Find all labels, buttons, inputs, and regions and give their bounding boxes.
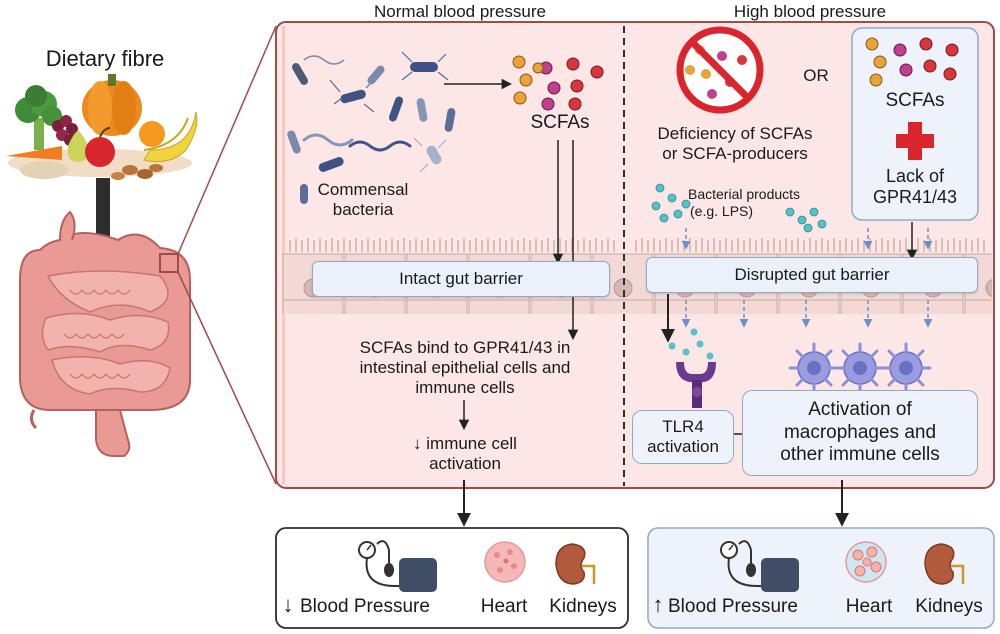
leak-arrows (681, 228, 933, 328)
scfa-dots-high (865, 37, 959, 87)
commensal-bacteria-icon (287, 51, 456, 204)
lps-dots (651, 183, 827, 233)
tlr4-receptor-icon (668, 328, 716, 408)
scfa-dots-normal (512, 55, 604, 111)
damaged-heart-tissue-icon (845, 541, 887, 583)
red-cross-icon (896, 122, 934, 160)
high-bp-title: High blood pressure (733, 2, 887, 21)
broccoli-icon (15, 85, 62, 150)
bp-down-arrow: ↓ (282, 592, 294, 617)
kidneys-label-normal: Kidneys (549, 596, 617, 617)
heart-label-high: Heart (845, 596, 893, 617)
pear-icon (67, 130, 89, 162)
apple-icon (85, 127, 115, 167)
grains-icon (20, 161, 68, 179)
blood-pressure-monitor-icon (358, 540, 437, 592)
banana-icon (143, 111, 198, 163)
kidneys-label-high: Kidneys (915, 596, 983, 617)
dietary-fibre-label: Dietary fibre (45, 46, 165, 71)
heart-label-normal: Heart (480, 596, 528, 617)
orange-icon (139, 121, 165, 147)
zoom-region (159, 253, 179, 273)
carrot-icon (6, 146, 62, 160)
normal-bp-title: Normal blood pressure (374, 2, 546, 21)
bacterial-products-label: Bacterial products(e.g. LPS) (688, 186, 801, 219)
grapes-icon (52, 115, 78, 146)
intact-gut-barrier: Intact gut barrier (312, 261, 610, 297)
blood-pressure-label-normal: Blood Pressure (300, 596, 430, 617)
food-illustration (6, 74, 198, 180)
disrupted-gut-barrier: Disrupted gut barrier (646, 257, 978, 293)
scfas-label-normal: SCFAs (530, 112, 590, 133)
or-label: OR (803, 66, 829, 85)
no-scfa-sign-icon (676, 26, 764, 114)
nuts-icon (111, 164, 163, 180)
pumpkin-icon (82, 74, 142, 136)
bp-up-arrow: ↑ (652, 592, 664, 617)
blood-pressure-monitor-icon (720, 540, 799, 592)
kidney-icon (924, 543, 965, 585)
macrophage-icons (788, 342, 932, 394)
intestine-icon (19, 210, 191, 457)
scfas-label-high: SCFAs (885, 90, 945, 111)
heart-tissue-icon (484, 541, 526, 583)
kidney-icon (555, 543, 596, 585)
blood-pressure-label-high: Blood Pressure (668, 596, 798, 617)
